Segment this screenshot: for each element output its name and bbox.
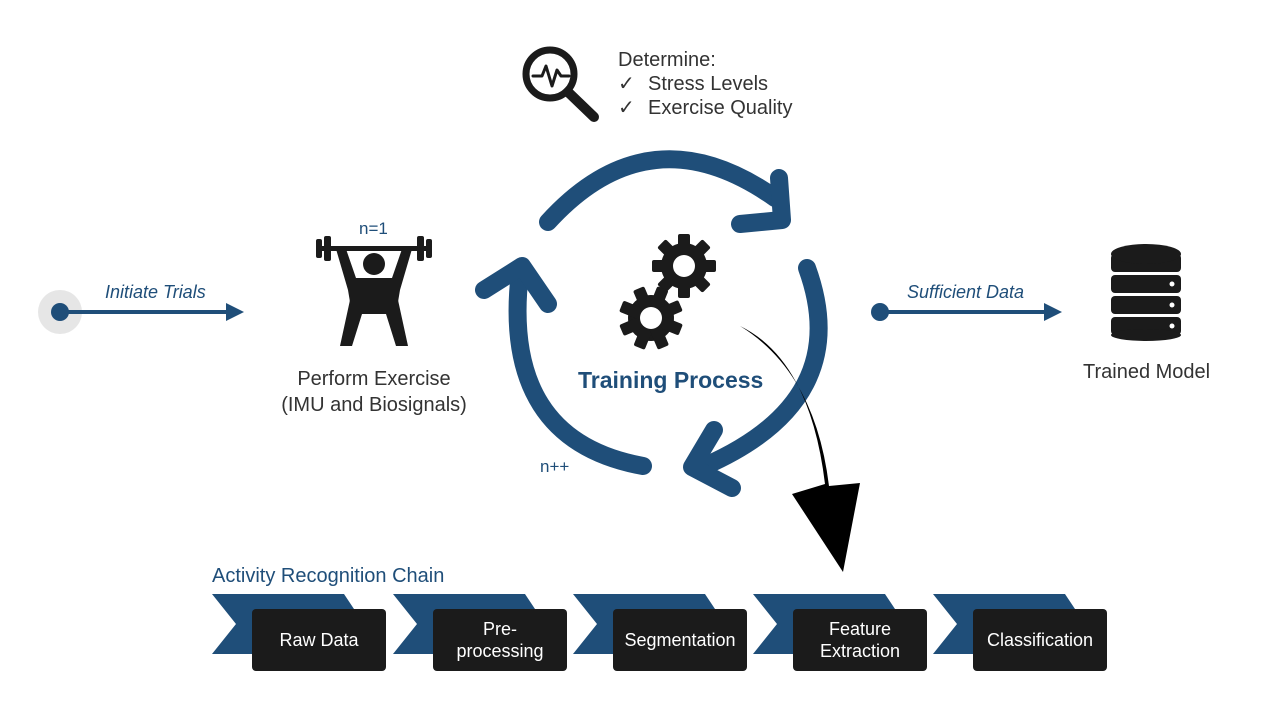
chain-step-preprocessing: Pre-processing [433,609,567,671]
determine-item-1: ✓ Stress Levels [618,72,793,96]
chain-step-segmentation: Segmentation [613,609,747,671]
zoom-arrow [740,326,860,572]
cycle-arrows [475,150,828,497]
determine-item-label: Exercise Quality [648,97,793,119]
exercise-label-line2: (IMU and Biosignals) [281,394,467,416]
end-arrow [871,303,1062,321]
chain-step-raw-data: Raw Data [252,609,386,671]
cycle-arrow-left [508,263,652,475]
start-arrow-label: Initiate Trials [105,282,206,302]
chain-step-classification: Classification [973,609,1107,671]
start-arrowhead [226,303,244,321]
chain-step-label-2: processing [456,641,544,661]
chain-step-label-2: Extraction [819,641,901,661]
database-icon [1111,244,1181,341]
cycle-arrowhead-left [475,257,557,313]
end-arrowhead [1044,303,1062,321]
chain-step-label: Feature [828,619,892,639]
determine-heading: Determine: [618,49,716,71]
chain-step-label: Classification [986,630,1094,650]
check-icon: ✓ [618,97,635,119]
cycle-arrowhead-top [731,169,791,233]
determine-item-label: Stress Levels [648,73,769,95]
end-arrow-label: Sufficient Data [907,282,1025,302]
gears-icon [619,234,716,350]
chain-step-label: Raw Data [279,630,359,650]
exercise-label-line1: Perform Exercise [297,368,451,390]
start-arrow [38,290,244,334]
determine-item-2: ✓ Exercise Quality [618,96,793,120]
weightlifter-icon [316,236,432,346]
chain-step-label: Pre- [482,619,517,639]
exercise-counter: n=1 [359,219,388,238]
exercise-label: Perform Exercise (IMU and Biosignals) [274,366,474,418]
cycle-title: Training Process [578,367,764,393]
trained-model-label: Trained Model [1083,361,1211,383]
chain-step-label: Segmentation [624,630,736,650]
cycle-arrow-right [696,259,828,475]
cycle-arrow-top [539,150,784,231]
determine-block: Determine: ✓ Stress Levels ✓ Exercise Qual… [618,48,793,120]
check-icon: ✓ [618,73,635,95]
chain-title: Activity Recognition Chain [212,565,445,587]
cycle-arrowhead-right [683,421,741,497]
cycle-counter: n++ [540,457,570,476]
magnifier-heartbeat-icon [522,46,599,122]
